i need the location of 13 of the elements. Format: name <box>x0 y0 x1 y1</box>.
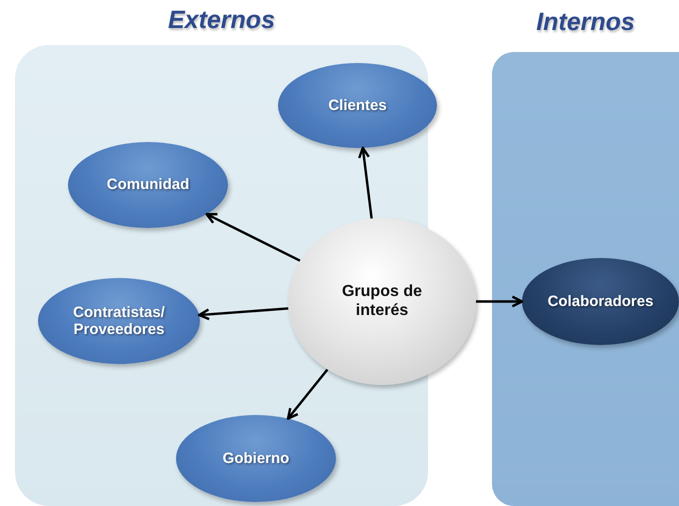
node-label: Comunidad <box>106 176 190 194</box>
group-heading: Externos <box>167 6 276 35</box>
node-label: Clientes <box>327 96 388 114</box>
arrow <box>476 296 524 308</box>
node-label: Contratistas/ Proveedores <box>72 304 166 338</box>
node-label: Colaboradores <box>546 292 654 310</box>
group-heading: Internos <box>535 8 636 37</box>
node-label: Gobierno <box>222 450 290 468</box>
arrow <box>206 213 301 262</box>
node-label: Grupos de interés <box>340 283 423 320</box>
arrow <box>358 146 373 219</box>
arrow <box>286 368 328 420</box>
arrow <box>198 307 288 320</box>
